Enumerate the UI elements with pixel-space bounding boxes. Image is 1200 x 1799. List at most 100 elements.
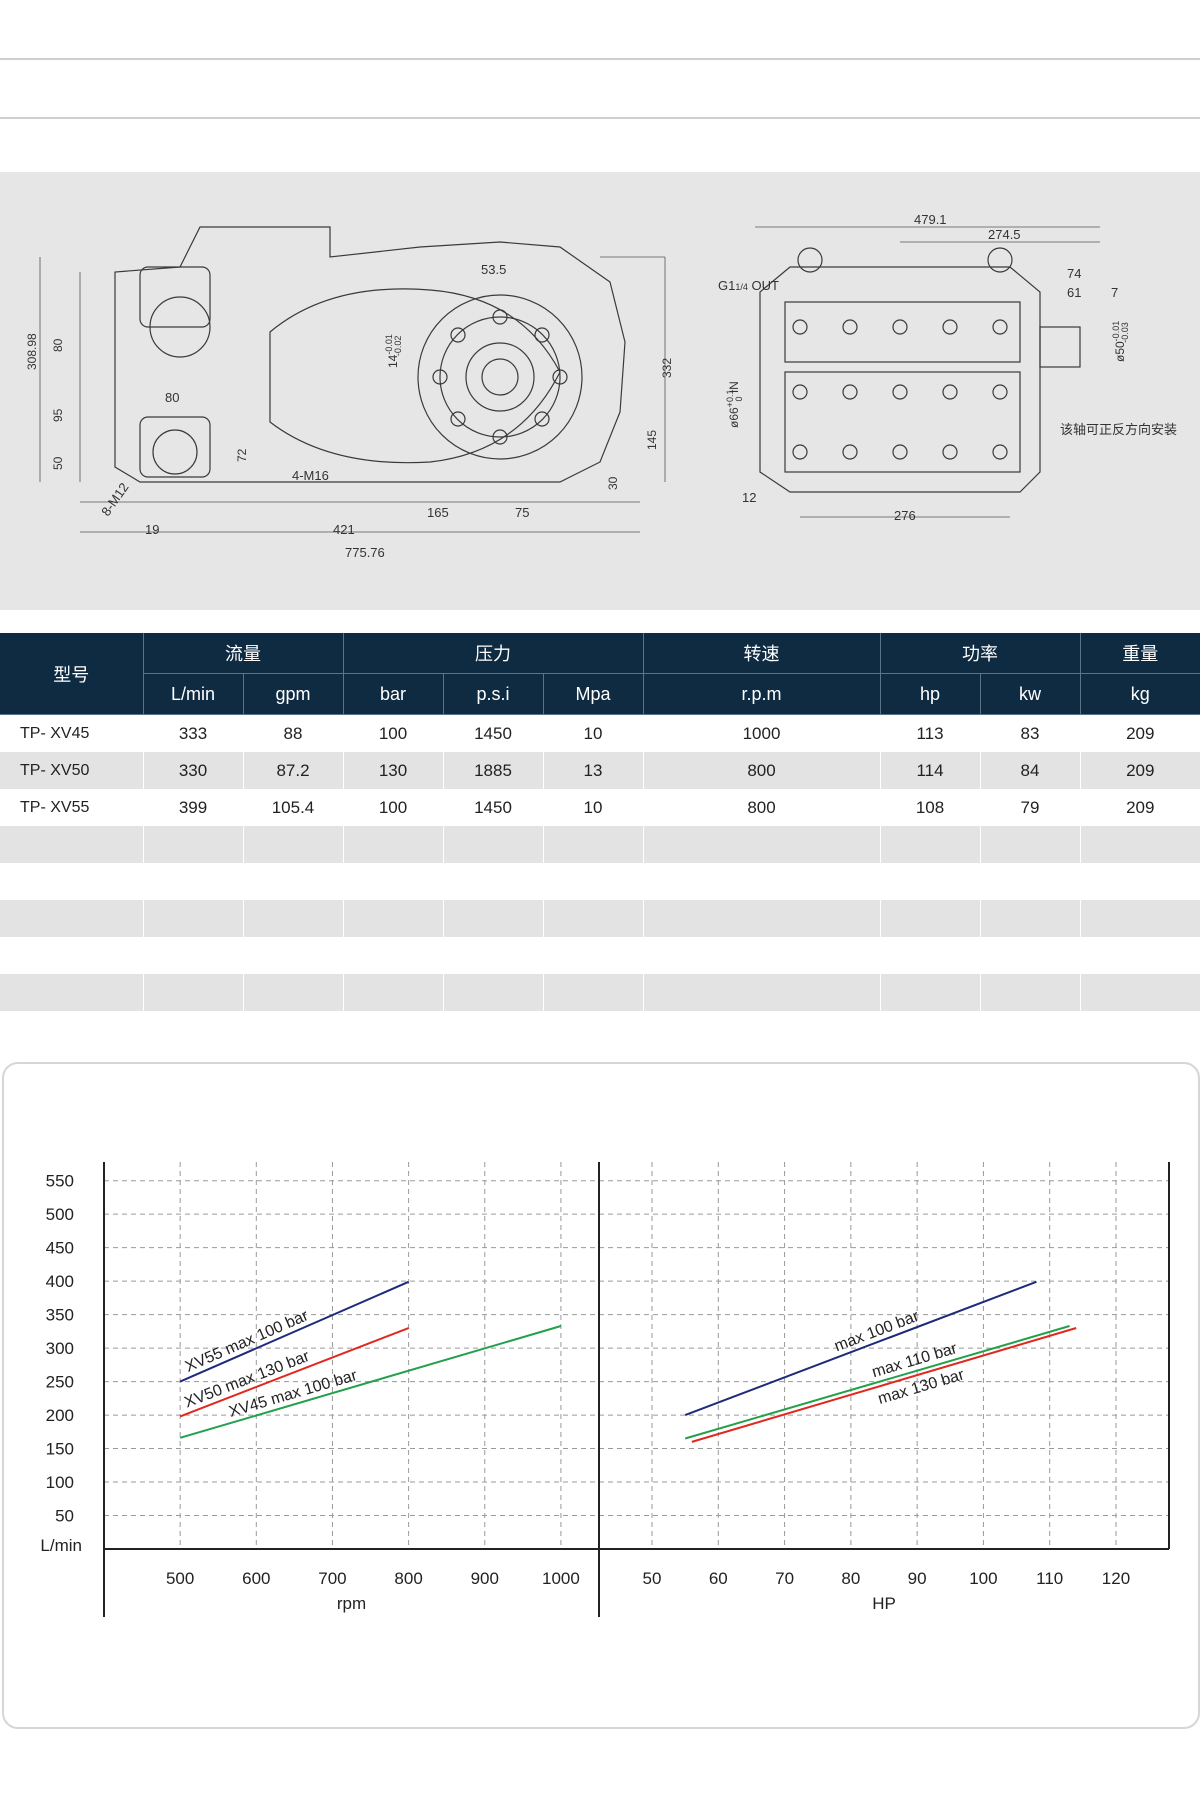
table-cell bbox=[643, 863, 881, 900]
table-cell: 209 bbox=[1080, 789, 1200, 826]
x-axis-label: HP bbox=[872, 1594, 896, 1613]
x-tick-label: 900 bbox=[471, 1569, 499, 1588]
series-line bbox=[179, 1327, 409, 1418]
dim-145: 145 bbox=[645, 430, 659, 450]
dim-61: 61 bbox=[1067, 285, 1081, 300]
header-model: 型号 bbox=[0, 633, 144, 715]
top-rule bbox=[0, 58, 1200, 60]
x-axis-label: rpm bbox=[337, 1594, 366, 1613]
table-cell: 10 bbox=[543, 714, 644, 752]
table-cell bbox=[643, 826, 881, 863]
header-power: 功率 bbox=[880, 633, 1081, 674]
lifting-eye-right bbox=[987, 247, 1013, 273]
table-cell: 84 bbox=[980, 752, 1081, 789]
side-view-inlet-flange bbox=[139, 266, 211, 328]
dim-19: 19 bbox=[145, 522, 159, 537]
dim-12: 12 bbox=[742, 490, 756, 505]
unit-cell: r.p.m bbox=[643, 673, 881, 715]
y-tick-label: 400 bbox=[46, 1272, 74, 1291]
pump-drawing: 308.98 80 95 50 80 72 53.5 14-0.01-0.02 … bbox=[25, 212, 1177, 560]
model-cell bbox=[0, 937, 144, 974]
table-cell bbox=[343, 900, 444, 937]
side-view-outline bbox=[114, 226, 626, 483]
header-flow: 流量 bbox=[143, 633, 344, 674]
table-cell: 1450 bbox=[443, 714, 544, 752]
table-cell: 88 bbox=[243, 714, 344, 752]
label-66-in: ø66+0.10 IN bbox=[725, 381, 744, 428]
end-view-bolts bbox=[792, 319, 1008, 460]
x-tick-label: 800 bbox=[394, 1569, 422, 1588]
table-cell bbox=[880, 937, 981, 974]
table-cell: 800 bbox=[643, 789, 881, 826]
label-8-m12: 8-M12 bbox=[98, 480, 131, 519]
y-tick-label: 300 bbox=[46, 1339, 74, 1358]
table-cell: 114 bbox=[880, 752, 981, 789]
end-view-lower-block bbox=[784, 371, 1021, 473]
dim-80-horizontal: 80 bbox=[165, 390, 179, 405]
table-cell: 209 bbox=[1080, 714, 1200, 752]
dim-274-5: 274.5 bbox=[988, 227, 1021, 242]
second-rule bbox=[0, 117, 1200, 119]
table-cell bbox=[243, 900, 344, 937]
table-cell: 13 bbox=[543, 752, 644, 789]
shaft-hub bbox=[465, 342, 535, 412]
table-cell bbox=[343, 974, 444, 1011]
table-cell bbox=[543, 900, 644, 937]
x-tick-label: 70 bbox=[775, 1569, 794, 1588]
shaft-center bbox=[481, 358, 519, 396]
dim-95: 95 bbox=[51, 408, 65, 422]
x-tick-label: 60 bbox=[709, 1569, 728, 1588]
y-tick-label: 200 bbox=[46, 1406, 74, 1425]
y-tick-label: 250 bbox=[46, 1373, 74, 1392]
series-line bbox=[684, 1325, 1070, 1440]
side-view-port-circle bbox=[149, 296, 211, 358]
table-cell bbox=[543, 826, 644, 863]
table-cell bbox=[880, 863, 981, 900]
table-cell bbox=[143, 826, 244, 863]
table-cell: 1450 bbox=[443, 789, 544, 826]
dim-shaft-50: ø50-0.01-0.03 bbox=[1111, 321, 1130, 362]
y-tick-label: 450 bbox=[46, 1239, 74, 1258]
dim-165: 165 bbox=[427, 505, 449, 520]
table-cell bbox=[1080, 826, 1200, 863]
unit-cell: gpm bbox=[243, 673, 344, 715]
table-cell: 100 bbox=[343, 789, 444, 826]
unit-cell: hp bbox=[880, 673, 981, 715]
table-cell bbox=[880, 826, 981, 863]
side-view-outlet-circle bbox=[152, 429, 198, 475]
table-cell bbox=[443, 826, 544, 863]
y-tick-label: 500 bbox=[46, 1205, 74, 1224]
table-cell bbox=[543, 863, 644, 900]
table-cell: 209 bbox=[1080, 752, 1200, 789]
y-tick-label: 350 bbox=[46, 1306, 74, 1325]
y-axis-label: L/min bbox=[40, 1536, 82, 1555]
series-line bbox=[179, 1325, 562, 1439]
dim-80-vertical: 80 bbox=[51, 338, 65, 352]
empty-table-row bbox=[0, 900, 1200, 937]
header-weight: 重量 bbox=[1080, 633, 1200, 674]
x-tick-label: 50 bbox=[643, 1569, 662, 1588]
table-cell: 87.2 bbox=[243, 752, 344, 789]
side-view-crankcase bbox=[269, 288, 561, 464]
table-cell: 399 bbox=[143, 789, 244, 826]
dim-775-76: 775.76 bbox=[345, 545, 385, 560]
table-cell bbox=[1080, 937, 1200, 974]
label-g1-4-out: G11/4 OUT bbox=[718, 278, 779, 293]
table-cell bbox=[1080, 974, 1200, 1011]
spec-table: 型号 流量 压力 转速 功率 重量 L/min gpm bar p.s.i Mp… bbox=[0, 633, 1200, 1011]
table-cell bbox=[643, 900, 881, 937]
side-view-outlet-block bbox=[139, 416, 211, 478]
table-cell bbox=[443, 937, 544, 974]
empty-table-row bbox=[0, 826, 1200, 863]
y-tick-label: 100 bbox=[46, 1473, 74, 1492]
table-cell bbox=[980, 974, 1081, 1011]
dim-421: 421 bbox=[333, 522, 355, 537]
table-cell bbox=[243, 826, 344, 863]
table-cell bbox=[243, 863, 344, 900]
x-tick-label: 110 bbox=[1036, 1569, 1063, 1588]
dim-height-total: 308.98 bbox=[25, 333, 39, 370]
table-cell: 800 bbox=[643, 752, 881, 789]
